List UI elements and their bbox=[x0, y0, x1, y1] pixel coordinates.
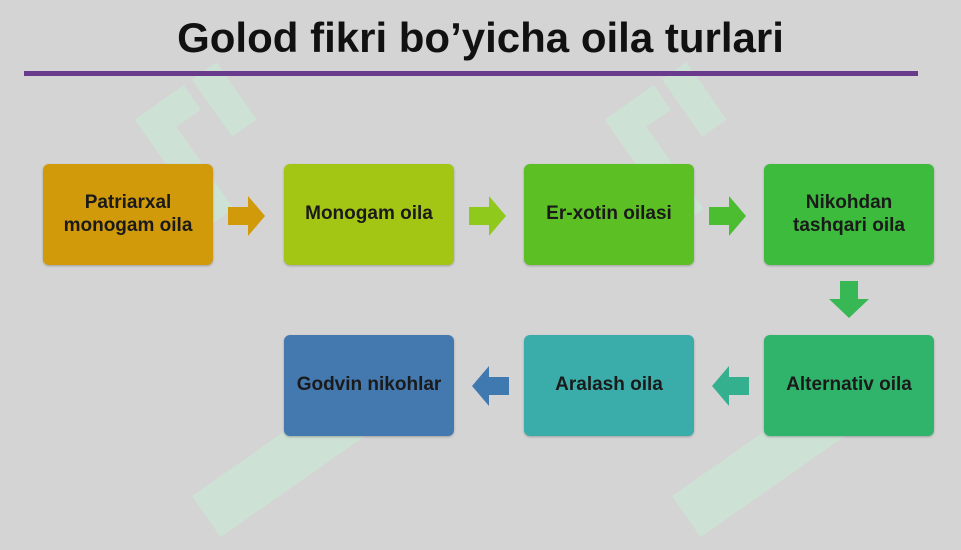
flow-step-3: Er-xotin oilasi bbox=[524, 164, 694, 265]
arrow-left-icon bbox=[472, 366, 509, 406]
flow-step-5: Alternativ oila bbox=[764, 335, 934, 436]
title-underline bbox=[24, 71, 918, 76]
flow-step-7: Godvin nikohlar bbox=[284, 335, 454, 436]
flow-step-6: Aralash oila bbox=[524, 335, 694, 436]
flow-step-3-label: Er-xotin oilasi bbox=[546, 203, 672, 225]
arrow-down-icon bbox=[829, 281, 869, 318]
page-title: Golod fikri bo’yicha oila turlari bbox=[177, 14, 784, 61]
arrow-right-icon bbox=[709, 196, 746, 236]
flow-step-2-label: Monogam oila bbox=[305, 203, 433, 225]
flow-step-5-label: Alternativ oila bbox=[786, 374, 912, 396]
flow-step-1-label: Patriarxal monogam oila bbox=[63, 192, 193, 236]
flow-step-1: Patriarxal monogam oila bbox=[43, 164, 213, 265]
arrow-right-icon bbox=[469, 196, 506, 236]
flow-step-6-label: Aralash oila bbox=[555, 374, 663, 396]
flow-step-2: Monogam oila bbox=[284, 164, 454, 265]
flow-step-7-label: Godvin nikohlar bbox=[296, 374, 442, 396]
arrow-right-icon bbox=[228, 196, 265, 236]
arrow-left-icon bbox=[712, 366, 749, 406]
flow-step-4-label: Nikohdan tashqari oila bbox=[793, 192, 905, 236]
flow-step-4: Nikohdan tashqari oila bbox=[764, 164, 934, 265]
